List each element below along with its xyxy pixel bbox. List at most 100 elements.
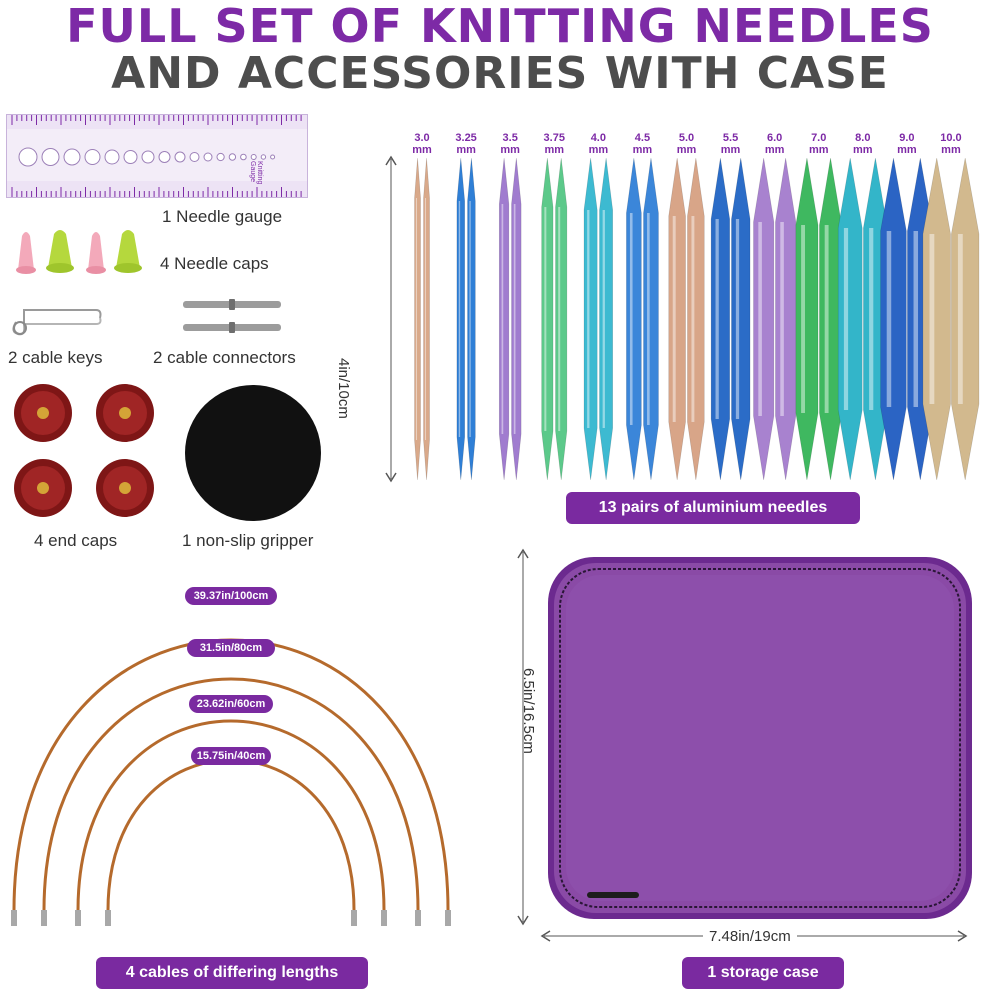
needle-5.0-1 [668,157,686,481]
needle-size-unit: mm [412,144,432,156]
case-height-arrow [517,548,529,926]
needle-8.0-1 [837,157,863,481]
needle-6.0-1 [753,157,775,481]
needles-caption: 13 pairs of aluminium needles [566,492,860,524]
needle-size-unit: mm [720,144,741,156]
cable-length-label: 23.62in/60cm [189,695,273,713]
case-caption: 1 storage case [682,957,844,989]
needle-size-value: 10.0 [940,132,962,144]
storage-case-icon [548,557,972,919]
needle-3.5-2 [511,157,522,481]
needle-cap-icon [86,232,106,274]
needle-3.0-2 [423,157,430,481]
needle-size-unit: mm [676,144,697,156]
cable-end-fitting [105,910,111,926]
needle-size-unit: mm [456,144,476,156]
cable-length-label: 39.37in/100cm [185,587,277,605]
cable-end-fitting [75,910,81,926]
needle-size-value: 4.5 [634,132,651,144]
needle-4.0-1 [583,157,598,481]
cable-end-fitting [11,910,17,926]
needle-size-value: 5.5 [722,132,739,144]
needle-7.0-1 [795,157,819,481]
needle-size-value: 3.25 [455,132,477,144]
needle-size-value: 5.0 [678,132,695,144]
cable-length-label: 15.75in/40cm [191,747,271,765]
end-cap-icon [14,459,72,517]
end-cap-icon [96,384,154,442]
non-slip-gripper-label: 1 non-slip gripper [182,531,314,550]
cable-end-fitting [41,910,47,926]
title-line-2: AND ACCESSORIES WITH CASE [111,48,889,99]
needle-3.75-1 [541,157,554,481]
cable-end-fitting [445,910,451,926]
needle-size-value: 6.0 [766,132,783,144]
needle-cap-icon [46,230,74,273]
needle-height-label: 4in/10cm [335,358,352,419]
needle-10.0-2 [951,157,980,481]
needles-set [414,157,980,481]
needle-size-value: 3.75 [543,132,565,144]
needle-size-value: 8.0 [855,132,871,144]
title-line-1: FULL SET OF KNITTING NEEDLES [66,0,934,53]
needle-3.5-1 [498,157,510,481]
needle-caps [16,230,142,274]
needle-size-value: 4.0 [590,132,606,144]
needle-size-unit: mm [897,144,917,156]
non-slip-gripper-icon [185,385,321,521]
case-width-label: 7.48in/19cm [703,928,797,945]
needle-4.5-2 [643,157,659,481]
needle-height-arrow [385,155,397,483]
cables-caption: 4 cables of differing lengths [96,957,368,989]
needle-size-unit: mm [764,144,785,156]
needle-size-unit: mm [544,144,565,156]
needle-5.5-2 [731,157,751,481]
cable-3 [76,719,386,911]
needle-4.0-2 [599,157,613,481]
needle-5.0-2 [687,157,705,481]
needle-size-value: 3.5 [502,132,518,144]
needle-size-value: 3.0 [414,132,430,144]
needle-5.5-1 [710,157,731,481]
needle-3.75-2 [555,157,568,481]
needle-caps-label: 4 Needle caps [160,254,269,273]
needle-gauge-label: 1 Needle gauge [162,207,283,226]
needle-size-unit: mm [808,144,829,156]
cable-keys-label: 2 cable keys [8,348,103,367]
cable-length-label: 31.5in/80cm [187,639,275,657]
cables-set [11,638,451,926]
needle-10.0-1 [922,157,951,481]
end-cap-icon [14,384,72,442]
needle-4.5-1 [626,157,642,481]
needle-gauge: Knitting Gauge [6,114,308,198]
cable-end-fitting [351,910,357,926]
end-cap-icon [96,459,154,517]
needle-3.0-1 [414,157,421,481]
cable-2 [42,677,420,911]
cable-keys-icon [12,309,102,336]
needle-size-unit: mm [853,144,873,156]
needle-3.25-1 [456,157,466,481]
needle-6.0-2 [775,157,797,481]
needle-gauge-text: Knitting Gauge [249,161,263,185]
end-caps [14,384,154,517]
needle-cap-icon [16,232,36,274]
needle-9.0-1 [880,157,907,481]
case-height-label: 6.5in/16.5cm [520,668,537,754]
needle-size-unit: mm [632,144,653,156]
cable-end-fitting [381,910,387,926]
end-caps-label: 4 end caps [34,531,118,550]
cable-connectors-label: 2 cable connectors [153,348,296,367]
